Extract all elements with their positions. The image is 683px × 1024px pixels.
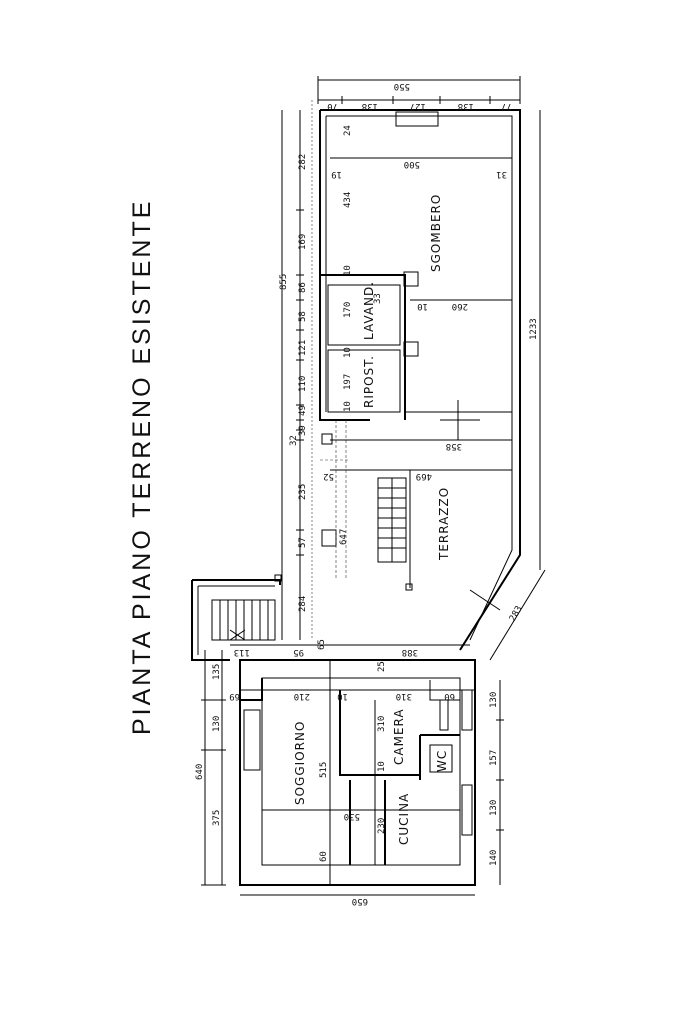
- dim-terrace-358: 358: [446, 441, 462, 451]
- dim-top-seg-2: 138: [362, 101, 378, 111]
- room-label-soggiorno: SOGGIORNO: [293, 721, 307, 805]
- dim-terrace-469: 469: [416, 471, 432, 481]
- dim-left-seg-110: 110: [298, 376, 308, 392]
- room-label-ripost: RIPOST.: [362, 355, 376, 408]
- dim-left-seg-39: 39: [298, 425, 308, 436]
- lower-block-walls: [239, 659, 476, 886]
- dim-left-lower-130: 130: [212, 716, 222, 732]
- dim-top-total: 550: [394, 81, 410, 91]
- dim-sgombero-wall-bottom: 10: [343, 265, 353, 276]
- dim-left-seg-49: 49: [298, 405, 308, 416]
- room-label-wc: WC: [435, 750, 449, 772]
- dim-left-seg-235: 235: [298, 484, 308, 500]
- dim-ripost-wall-b: 10: [343, 401, 353, 412]
- room-label-camera: CAMERA: [392, 708, 406, 765]
- dim-lavand-width: 170: [343, 302, 353, 318]
- dim-lower-530: 530: [344, 811, 360, 821]
- dim-left-seg-57: 57: [298, 537, 308, 548]
- dim-left-lower-135: 135: [212, 664, 222, 680]
- dim-camera-310b: 310: [377, 716, 387, 732]
- dim-left-overall: 855: [279, 274, 289, 290]
- upper-block-walls: [311, 100, 521, 640]
- dim-top-seg-4: 138: [458, 101, 474, 111]
- dim-camera-310: 310: [396, 691, 412, 701]
- dim-top-seg-5: 77: [501, 101, 512, 111]
- dim-lavand-wall: 10: [417, 301, 428, 311]
- dim-soggiorno-69: 69: [229, 691, 240, 701]
- dim-bottom-total: 650: [352, 896, 368, 906]
- dim-upper-wall-right: 31: [496, 169, 507, 179]
- dim-ripost-wall-a: 10: [343, 347, 353, 358]
- room-label-sgombero: SGOMBERO: [429, 194, 443, 272]
- dim-soggiorno-60: 60: [319, 851, 329, 862]
- dim-soggiorno-515: 515: [319, 762, 329, 778]
- dim-left-seg-284: 284: [298, 596, 308, 612]
- dim-lavand-small: 33: [373, 293, 383, 304]
- dim-right-lower-157: 157: [489, 750, 499, 766]
- dimension-lines: [201, 76, 546, 896]
- dim-lower-25: 25: [377, 661, 387, 672]
- terrace-area: [320, 400, 521, 651]
- dim-lavand-depth: 260: [452, 301, 468, 311]
- dim-cucina-230: 230: [377, 818, 387, 834]
- dim-stair-65: 65: [317, 639, 327, 650]
- dim-left-lower-overall: 640: [195, 764, 205, 780]
- dim-right-lower-130a: 130: [489, 692, 499, 708]
- dim-terrace-647: 647: [339, 529, 349, 545]
- dim-left-seg-282: 282: [298, 154, 308, 170]
- dim-right-lower-130b: 130: [489, 800, 499, 816]
- dim-left-seg-86: 86: [298, 282, 308, 293]
- dim-sgombero-depth: 434: [343, 192, 353, 208]
- dim-stair-113: 113: [234, 647, 250, 657]
- dim-left-seg-58: 58: [298, 311, 308, 322]
- dim-right-overall: 1233: [529, 318, 539, 340]
- dim-terrace-52: 52: [323, 471, 334, 481]
- dim-ripost-width: 197: [343, 374, 353, 390]
- dim-lower-388: 388: [402, 647, 418, 657]
- drawing-title: PIANTA PIANO TERRENO ESISTENTE: [128, 199, 156, 735]
- dim-upper-inner: 500: [404, 159, 420, 169]
- dim-left-seg-121: 121: [298, 340, 308, 356]
- dim-sgombero-wall-top: 24: [343, 125, 353, 136]
- dim-camera-60: 60: [444, 691, 455, 701]
- dim-stair-95: 95: [293, 647, 304, 657]
- dim-left-seg-169: 169: [298, 234, 308, 250]
- room-label-terrazzo: TERRAZZO: [437, 487, 451, 561]
- dim-right-lower-140: 140: [489, 850, 499, 866]
- dim-left-lower-375: 375: [212, 810, 222, 826]
- room-label-lavand: LAVAND.: [362, 281, 376, 340]
- dim-left-seg-32: 32: [289, 435, 299, 446]
- dim-camera-10: 10: [337, 691, 348, 701]
- dim-top-seg-3: 127: [410, 101, 426, 111]
- external-stair: [191, 574, 282, 661]
- dim-upper-wall-left: 19: [331, 169, 342, 179]
- room-label-cucina: CUCINA: [397, 793, 411, 845]
- dim-camera-10b: 10: [377, 761, 387, 772]
- dim-soggiorno-210: 210: [294, 691, 310, 701]
- dim-top-seg-1: 70: [327, 101, 338, 111]
